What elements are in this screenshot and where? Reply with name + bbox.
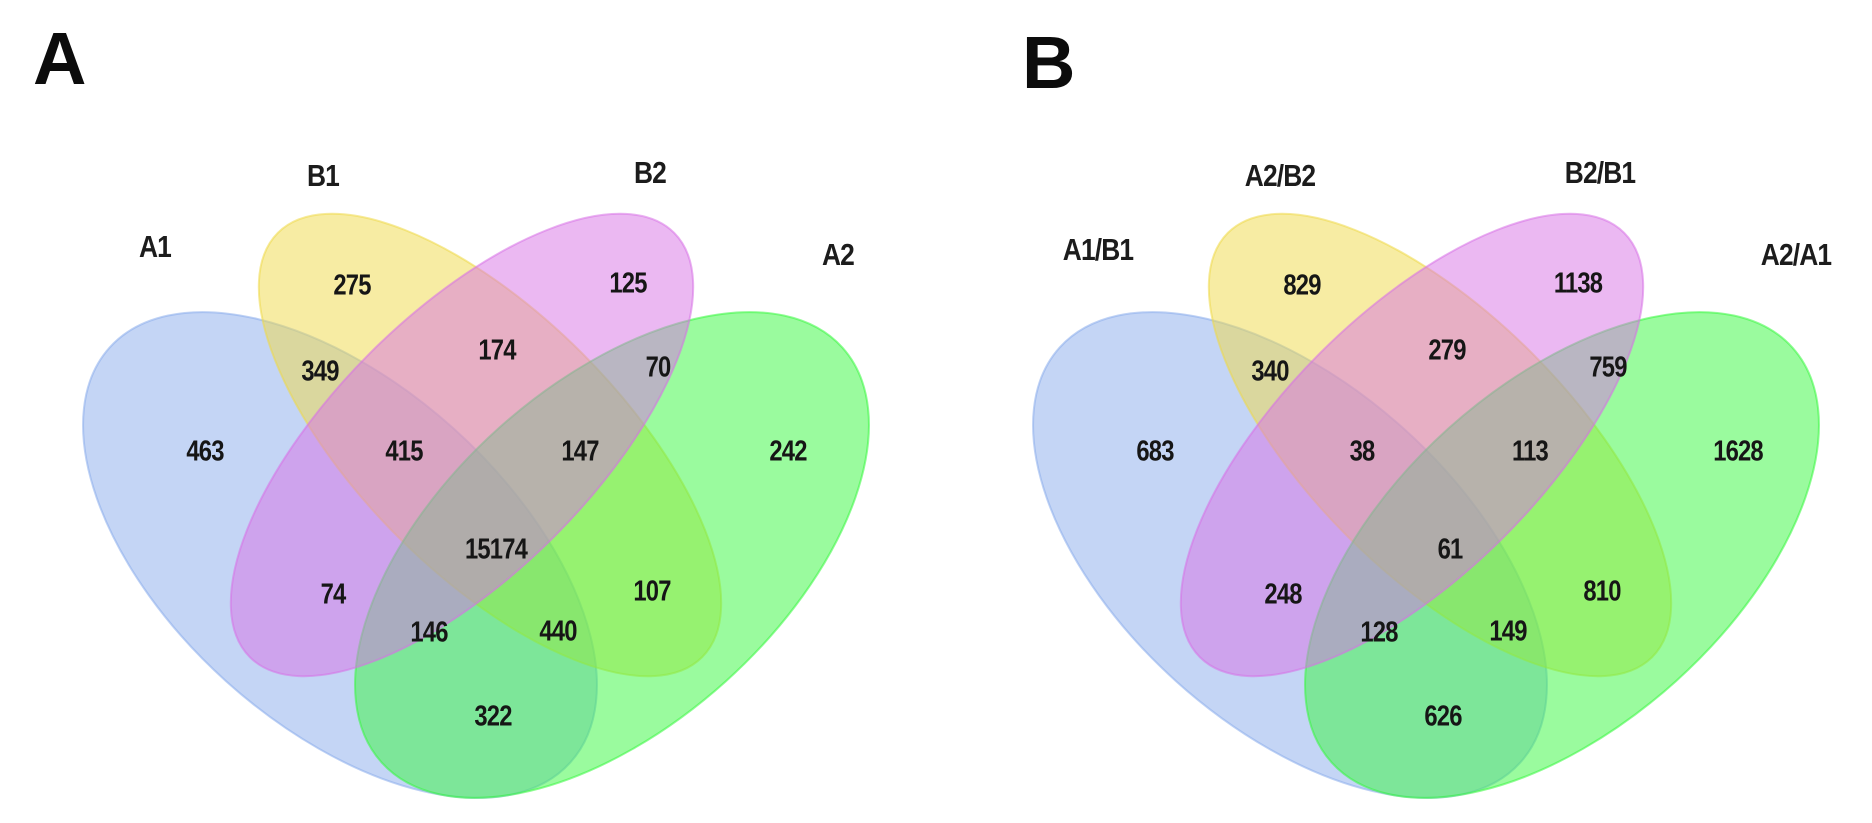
panel-b-count-s2s3s4: 113	[1512, 435, 1549, 468]
panel-b-set4-label: A2/A1	[1760, 237, 1832, 272]
panel-a-count-s1s4: 322	[474, 700, 512, 733]
panel-b-count-s1s2: 340	[1251, 355, 1289, 388]
panel-a-count-s1s2s4: 440	[539, 615, 577, 648]
panel-b-set2-label: A2/B2	[1244, 158, 1316, 193]
panel-a-count-s1s3s4: 146	[410, 616, 448, 649]
panel-b-count-s1s2s3: 38	[1349, 435, 1376, 468]
panel-a-set2-label: B1	[307, 158, 340, 193]
panel-a-letter: A	[33, 17, 87, 100]
panel-b-count-s2s4: 810	[1583, 575, 1621, 608]
panel-b-set3-label: B2/B1	[1564, 155, 1636, 190]
panel-a-count-s1s2: 349	[301, 355, 339, 388]
panel-a-ellipse-set3	[229, 212, 695, 678]
panel-b-ellipse-set3	[1179, 212, 1645, 678]
panel-b-set1-label: A1/B1	[1062, 232, 1134, 267]
panel-a-count-only2: 275	[333, 269, 371, 302]
panel-b-venn-diagram	[1032, 212, 1820, 799]
panel-a-set3-label: B2	[634, 155, 667, 190]
panel-a-venn-diagram	[82, 212, 870, 799]
panel-a-count-s1s2s3: 415	[385, 435, 423, 468]
panel-b-count-s1s2s3s4: 61	[1437, 533, 1464, 566]
panel-a-count-s2s3: 174	[478, 334, 516, 367]
panel-a-count-only1: 463	[186, 435, 224, 468]
panel-a-set4-label: A2	[822, 237, 855, 272]
panel-a-count-only3: 125	[609, 267, 647, 300]
panel-b-count-s1s4: 626	[1424, 700, 1462, 733]
panel-b-count-only4: 1628	[1713, 435, 1763, 468]
panel-b-count-only1: 683	[1136, 435, 1174, 468]
panel-b-count-s1s3: 248	[1264, 578, 1302, 611]
panel-a-set1-label: A1	[139, 229, 172, 264]
panel-b-letter: B	[1022, 21, 1076, 104]
panel-b-count-s3s4: 759	[1589, 351, 1627, 384]
panel-a-count-s2s4: 107	[633, 575, 671, 608]
panel-b-count-s1s2s4: 149	[1489, 615, 1527, 648]
panel-a-count-only4: 242	[769, 435, 807, 468]
panel-a-count-s2s3s4: 147	[561, 435, 599, 468]
panel-a-count-s1s3: 74	[320, 578, 347, 611]
panel-b-count-s2s3: 279	[1428, 334, 1466, 367]
panel-a: A A1 B1 B2 A2 463 275 125 242 349 174 70…	[33, 17, 870, 799]
panel-a-count-s1s2s3s4: 15174	[464, 533, 528, 566]
panel-b-count-only2: 829	[1283, 269, 1321, 302]
panel-b-count-only3: 1138	[1553, 267, 1603, 300]
panel-b-count-s1s3s4: 128	[1360, 616, 1398, 649]
panel-b: B A1/B1 A2/B2 B2/B1 A2/A1 683 829 1138 1…	[950, 0, 1872, 823]
panel-a-count-s3s4: 70	[645, 351, 672, 384]
